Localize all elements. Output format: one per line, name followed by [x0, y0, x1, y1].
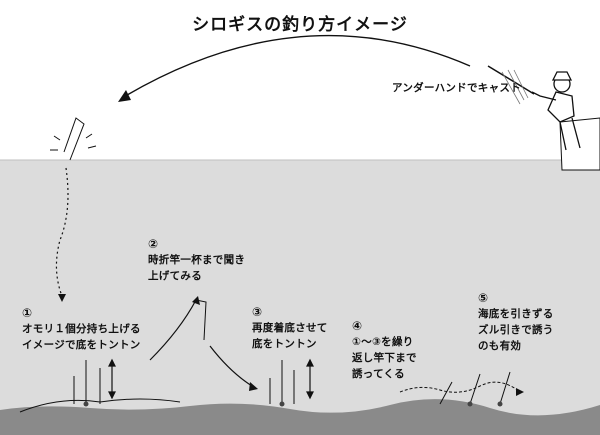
rig-lines: [19, 360, 511, 413]
step-5-line-2: ズル引きで誘う: [478, 324, 554, 336]
step-2-line-2: 上げてみる: [148, 270, 202, 282]
seabed: [0, 399, 600, 435]
step-1-number: ①: [22, 306, 33, 320]
step-3-label: ③ 再度着底させて 底をトントン: [252, 304, 328, 352]
step-1-line-1: オモリ１個分持ち上げる: [22, 323, 141, 335]
step-3-line-1: 再度着底させて: [252, 322, 328, 334]
step-4-line-1: ①～③を繰り: [352, 336, 414, 348]
step-5-line-3: のも有効: [478, 340, 522, 352]
entry-splash: [50, 117, 97, 161]
step-4-label: ④ ①～③を繰り 返し竿下まで 誘ってくる: [352, 318, 417, 382]
step-2-number: ②: [148, 237, 159, 251]
cast-arrowhead: [118, 90, 131, 102]
step-5-label: ⑤ 海底を引きずる ズル引きで誘う のも有効: [478, 290, 554, 354]
step-4-line-2: 返し竿下まで: [352, 352, 417, 364]
bounce-arrows: [108, 358, 314, 400]
lift-line: [195, 299, 207, 341]
cast-trajectory: [121, 34, 471, 99]
diagram-title: シロギスの釣り方イメージ: [192, 15, 408, 35]
fishing-rod: [487, 65, 535, 95]
angler-figure: [531, 71, 581, 151]
step-3-line-2: 底をトントン: [252, 338, 317, 350]
step-2-line-1: 時折竿一杯まで聞き: [148, 254, 246, 266]
drag-arrowhead: [516, 388, 524, 396]
lift-arrowhead: [192, 296, 200, 305]
sinkers: [83, 401, 503, 407]
step-5-number: ⑤: [478, 291, 489, 305]
sinking-arrowhead: [58, 294, 66, 302]
cast-label: アンダーハンドでキャスト: [392, 82, 521, 94]
step-5-line-1: 海底を引きずる: [478, 308, 554, 320]
step-1-label: ① オモリ１個分持ち上げる イメージで底をトントン: [22, 305, 141, 353]
descent-arrowhead: [249, 382, 258, 391]
step-1-line-2: イメージで底をトントン: [22, 339, 141, 351]
rod-motion-lines: [501, 69, 529, 105]
descent-arc: [209, 345, 253, 387]
step-4-number: ④: [352, 319, 363, 333]
step-2-label: ② 時折竿一杯まで聞き 上げてみる: [148, 236, 245, 284]
lift-arc: [149, 299, 197, 361]
shore: [559, 117, 600, 171]
step-4-line-3: 誘ってくる: [352, 368, 405, 380]
drag-path: [399, 381, 521, 393]
step-3-number: ③: [252, 305, 263, 319]
